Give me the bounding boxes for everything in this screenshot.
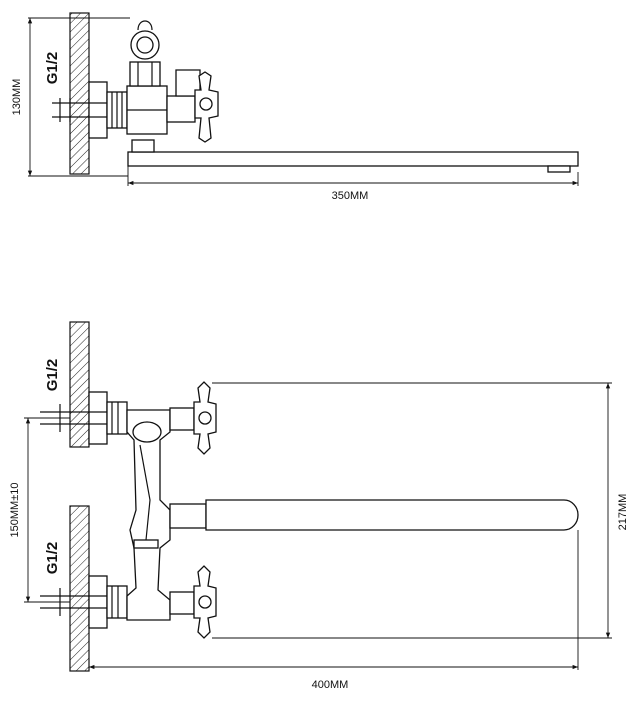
lower-thread-label: G1/2 [44, 542, 61, 575]
top-view: 130MM G1/2 350MM [11, 12, 579, 202]
bottom-spout [205, 499, 579, 531]
upper-thread-label: G1/2 [44, 359, 61, 392]
diverter-top [129, 61, 161, 87]
wall-flange [88, 81, 108, 139]
top-spout [127, 151, 579, 167]
top-length-label: 350MM [332, 190, 369, 202]
top-height-label: 130MM [11, 79, 23, 116]
spacing-label: 150MM±10 [9, 483, 21, 538]
top-thread-label: G1/2 [44, 52, 61, 85]
handle-stem [166, 95, 196, 123]
upper-wall-hatch [69, 321, 90, 448]
bottom-length-label: 400MM [312, 679, 349, 691]
bottom-view: G1/2 G1/2 150MM±10 217MM 400MM [9, 321, 629, 691]
wall-hatch [69, 12, 90, 175]
lower-wall-hatch [69, 505, 90, 672]
bottom-height-label: 217MM [617, 494, 629, 531]
